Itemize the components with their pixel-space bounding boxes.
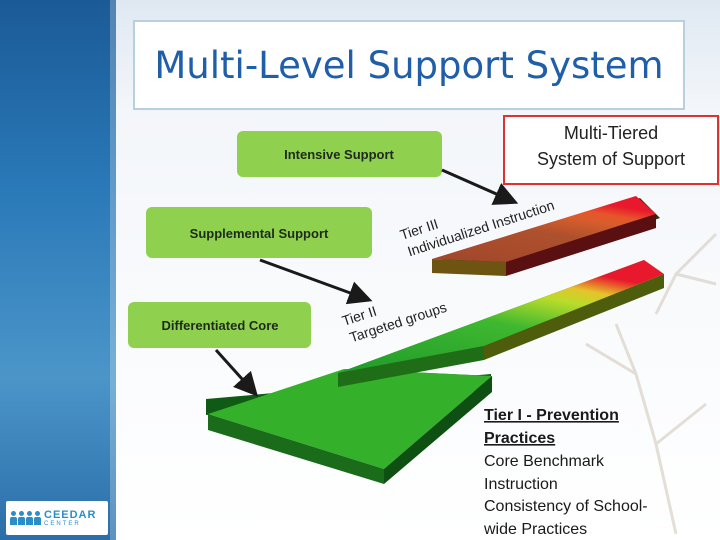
sidebar-decoration bbox=[0, 0, 116, 540]
mtss-title-line2: System of Support bbox=[537, 149, 685, 169]
arrow-differentiated-to-tier1 bbox=[216, 350, 252, 390]
tier1-line-1: Core Benchmark bbox=[484, 453, 605, 470]
logo-name: CEEDAR bbox=[44, 510, 96, 521]
slide-title: Multi-Level Support System bbox=[154, 44, 663, 87]
mtss-diagram-svg: Intensive Support Supplemental Support D… bbox=[116, 114, 720, 540]
title-box: Multi-Level Support System bbox=[133, 20, 685, 110]
tier1-line-2: Instruction bbox=[484, 476, 558, 493]
tier1-line-3: Consistency of School- bbox=[484, 498, 648, 515]
arrow-intensive-to-tier3 bbox=[442, 170, 510, 200]
mtss-title-line1: Multi-Tiered bbox=[564, 123, 658, 143]
ceedar-logo: CEEDAR CENTER bbox=[6, 501, 108, 535]
tier1-heading-line1: Tier I - Prevention bbox=[484, 407, 619, 424]
mtss-diagram: Intensive Support Supplemental Support D… bbox=[116, 114, 720, 540]
arrow-supplemental-to-tier2 bbox=[260, 260, 364, 298]
people-icon bbox=[10, 511, 41, 525]
tier1-line-4: wide Practices bbox=[483, 521, 587, 538]
level-label-supplemental: Supplemental Support bbox=[190, 226, 329, 241]
tier1-heading-line2: Practices bbox=[484, 430, 555, 447]
level-label-differentiated: Differentiated Core bbox=[161, 318, 278, 333]
logo-sub: CENTER bbox=[44, 521, 96, 527]
level-label-intensive: Intensive Support bbox=[284, 147, 394, 162]
